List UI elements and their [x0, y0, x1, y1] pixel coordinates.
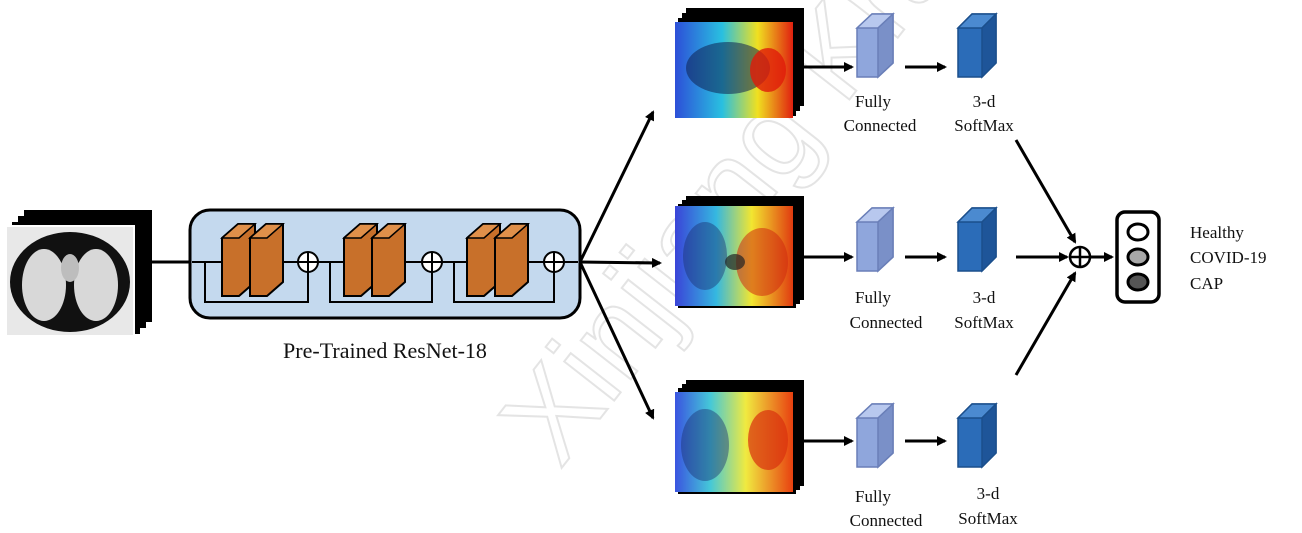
input-ct-stack: [5, 210, 152, 337]
fc-label-3b: Connected: [850, 511, 923, 530]
softmax-layer-1: [956, 12, 998, 79]
resnet-backbone: [188, 208, 582, 320]
softmax-label-3a: 3-d: [977, 484, 1000, 503]
branch-2: Fully Connected 3-d SoftMax: [804, 206, 1014, 332]
fully-connected-layer-3: [855, 402, 895, 469]
class-label-covid: COVID-19: [1190, 248, 1267, 267]
softmax-layer-3: [956, 402, 998, 469]
output-circle-covid: [1126, 247, 1150, 267]
residual-block-3: [453, 223, 565, 303]
fc-label-2a: Fully: [855, 288, 891, 307]
softmax-layer-2: [956, 206, 998, 273]
aggregation-arrows: [1014, 139, 1077, 376]
branch-3: Fully Connected 3-d SoftMax: [804, 402, 1018, 530]
softmax-label-2b: SoftMax: [954, 313, 1014, 332]
fc-label-1a: Fully: [855, 92, 891, 111]
softmax-label-1b: SoftMax: [954, 116, 1014, 135]
softmax-label-1a: 3-d: [973, 92, 996, 111]
heatmap-stack-2: [675, 196, 804, 308]
heatmap-stack-1: [675, 8, 804, 118]
fc-label-1b: Connected: [844, 116, 917, 135]
fc-label-3a: Fully: [855, 487, 891, 506]
fully-connected-layer-2: [855, 206, 895, 273]
output-indicator: [1115, 210, 1161, 304]
residual-block-1: [204, 223, 319, 303]
output-circle-cap: [1126, 272, 1150, 292]
softmax-label-2a: 3-d: [973, 288, 996, 307]
fc-label-2b: Connected: [850, 313, 923, 332]
backbone-label: Pre-Trained ResNet-18: [283, 338, 487, 363]
class-label-cap: CAP: [1190, 274, 1223, 293]
residual-block-2: [329, 223, 443, 303]
branch-1: Fully Connected 3-d SoftMax: [804, 12, 1014, 135]
fully-connected-layer-1: [855, 12, 895, 79]
class-label-healthy: Healthy: [1190, 223, 1244, 242]
fanout-arrows: [578, 110, 662, 420]
softmax-label-3b: SoftMax: [958, 509, 1018, 528]
fusion-add-node: [1068, 245, 1092, 269]
output-circle-healthy: [1126, 222, 1150, 242]
heatmap-stack-3: [675, 380, 804, 494]
